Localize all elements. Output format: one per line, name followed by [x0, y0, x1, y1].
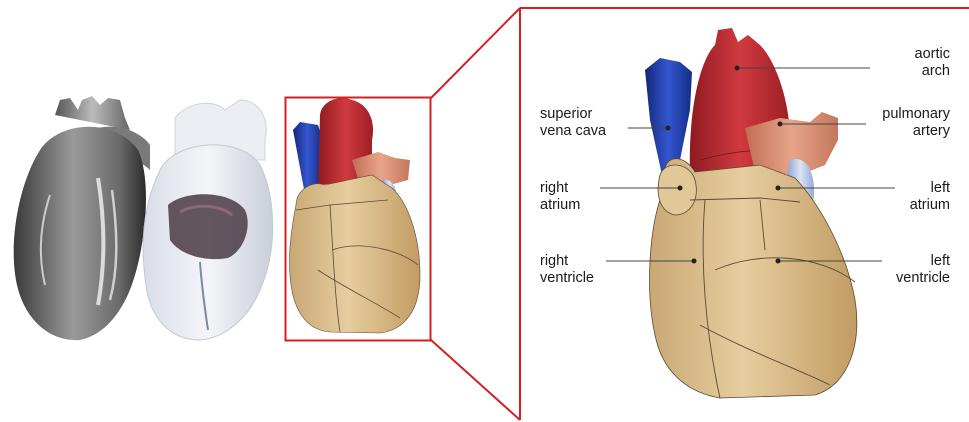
segmented-heart-model: [289, 98, 420, 333]
right-atrium-shape: [658, 165, 696, 215]
dot-right-atrium: [678, 186, 683, 191]
greyscale-ventricles: [14, 127, 146, 340]
dot-left-ventricle: [776, 259, 781, 264]
dot-aortic-arch: [735, 66, 740, 71]
label-right-atrium-line1: right: [540, 180, 580, 197]
label-aortic-arch-line1: aortic: [880, 46, 950, 63]
label-pulmonary-artery: pulmonary artery: [860, 106, 950, 140]
zoom-connector-top: [431, 8, 520, 98]
label-superior-vena-cava-line1: superior: [540, 106, 606, 123]
label-left-atrium-line2: atrium: [890, 197, 950, 214]
transparent-heart-model: [143, 100, 273, 340]
greyscale-heart-model: [14, 96, 150, 340]
label-superior-vena-cava-line2: vena cava: [540, 123, 606, 140]
dot-superior-vena-cava: [666, 126, 671, 131]
label-right-atrium: right atrium: [540, 180, 580, 214]
label-right-ventricle: right ventricle: [540, 253, 594, 287]
label-aortic-arch-line2: arch: [880, 63, 950, 80]
dot-pulmonary-artery: [778, 122, 783, 127]
greyscale-great-vessels: [55, 96, 130, 130]
label-left-ventricle-line1: left: [870, 253, 950, 270]
zoomed-segmented-heart: [645, 28, 857, 398]
transparent-heart-inner-chambers: [168, 194, 248, 259]
label-superior-vena-cava: superior vena cava: [540, 106, 606, 140]
label-aortic-arch: aortic arch: [880, 46, 950, 80]
label-left-atrium-line1: left: [890, 180, 950, 197]
label-pulmonary-artery-line1: pulmonary: [860, 106, 950, 123]
label-right-atrium-line2: atrium: [540, 197, 580, 214]
label-left-ventricle: left ventricle: [870, 253, 950, 287]
small-heart-chambers: [289, 175, 420, 333]
label-left-atrium: left atrium: [890, 180, 950, 214]
zoom-connector-bottom: [431, 340, 520, 420]
label-left-ventricle-line2: ventricle: [870, 270, 950, 287]
vena-cava-shape: [645, 58, 692, 175]
label-right-ventricle-line2: ventricle: [540, 270, 594, 287]
label-pulmonary-artery-line2: artery: [860, 123, 950, 140]
dot-left-atrium: [776, 186, 781, 191]
dot-right-ventricle: [692, 259, 697, 264]
label-right-ventricle-line1: right: [540, 253, 594, 270]
